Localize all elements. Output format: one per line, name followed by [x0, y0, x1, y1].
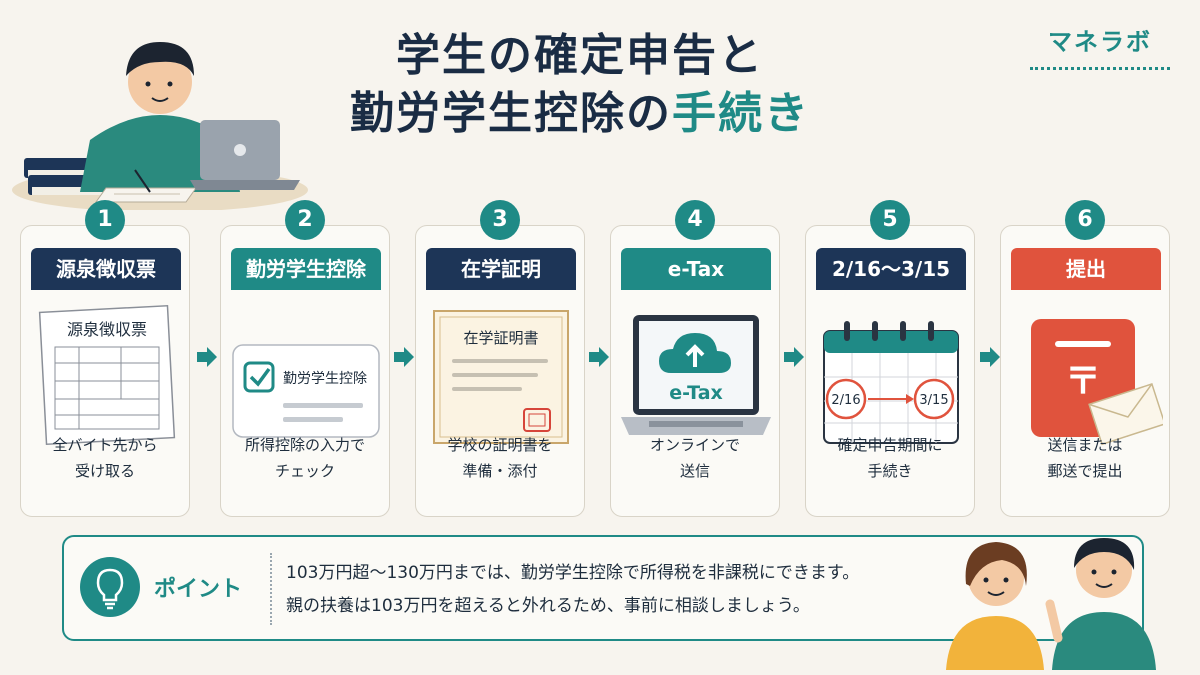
step-caption-line-1: 全バイト先から — [52, 436, 158, 454]
step-number: 3 — [480, 200, 520, 240]
arrow-right-icon — [197, 347, 217, 367]
page-title: 学生の確定申告と 勤労学生控除の手続き — [300, 28, 860, 144]
step-caption: 学校の証明書を 準備・添付 — [415, 432, 585, 484]
brand-dotted-underline — [1030, 67, 1170, 70]
calendar-end-date: 3/15 — [919, 393, 948, 408]
step-number: 2 — [285, 200, 325, 240]
checkbox-label: 勤労学生控除 — [283, 371, 367, 387]
postal-mark: 〒 — [1065, 361, 1101, 402]
brand-logo: マネラボ — [1030, 22, 1170, 70]
arrow-right-icon — [980, 347, 1000, 367]
step-card: e-Tax e-Tax — [610, 225, 780, 517]
step-caption-line-2: 郵送で提出 — [1047, 462, 1123, 480]
title-line-2: 勤労学生控除の手続き — [300, 84, 860, 144]
point-line-2: 親の扶養は103万円を超えると外れるため、事前に相談しましょう。 — [286, 596, 810, 616]
step-caption: オンラインで 送信 — [610, 432, 780, 484]
point-divider — [270, 553, 272, 625]
step-5: 5 2/16〜3/15 2/16 3/15 確定申告期間に 手続き — [805, 200, 975, 518]
step-caption: 全バイト先から 受け取る — [20, 432, 190, 484]
step-header: 勤労学生控除 — [231, 248, 381, 290]
step-2: 2 勤労学生控除 勤労学生控除 所得控除の入力で チェック — [220, 200, 390, 518]
arrow-right-icon — [784, 347, 804, 367]
step-caption-line-2: 手続き — [867, 462, 913, 480]
step-number: 5 — [870, 200, 910, 240]
step-number: 1 — [85, 200, 125, 240]
step-caption-line-1: 所得控除の入力で — [244, 436, 365, 454]
step-4: 4 e-Tax e-Tax オンラインで 送信 — [610, 200, 780, 518]
step-number: 4 — [675, 200, 715, 240]
arrow-right-icon — [394, 347, 414, 367]
step-6: 6 提出 〒 送信または 郵送で提出 — [1000, 200, 1170, 518]
point-box: ポイント 103万円超〜130万円までは、勤労学生控除で所得税を非課税にできます… — [62, 535, 1144, 641]
point-line-1: 103万円超〜130万円までは、勤労学生控除で所得税を非課税にできます。 — [286, 563, 860, 583]
withholding-slip-document-icon: 源泉徴収票 — [38, 304, 176, 446]
step-caption-line-2: チェック — [274, 462, 335, 480]
step-card: 2/16〜3/15 2/16 3/15 — [805, 225, 975, 517]
calendar-start-date: 2/16 — [831, 393, 860, 408]
step-caption-line-1: 送信または — [1047, 436, 1123, 454]
title-line-2-highlight: 手続き — [672, 88, 810, 139]
title-line-1: 学生の確定申告と — [396, 30, 764, 81]
step-card: 勤労学生控除 勤労学生控除 — [220, 225, 390, 517]
step-caption-line-2: 準備・添付 — [462, 462, 538, 480]
step-header: 在学証明 — [426, 248, 576, 290]
step-header: e-Tax — [621, 248, 771, 290]
title-line-2-main: 勤労学生控除の — [350, 88, 672, 139]
step-caption-line-1: オンラインで — [649, 436, 740, 454]
step-card: 提出 〒 — [1000, 225, 1170, 517]
two-people-talking-illustration — [946, 538, 1156, 670]
mailbox-envelope-icon: 〒 — [1031, 319, 1163, 446]
etax-screen-label: e-Tax — [669, 382, 723, 404]
step-caption: 所得控除の入力で チェック — [220, 432, 390, 484]
step-caption: 送信または 郵送で提出 — [1000, 432, 1170, 484]
point-text: 103万円超〜130万円までは、勤労学生控除で所得税を非課税にできます。 親の扶… — [286, 557, 859, 623]
step-number: 6 — [1065, 200, 1105, 240]
step-caption: 確定申告期間に 手続き — [805, 432, 975, 484]
step-header: 源泉徴収票 — [31, 248, 181, 290]
document-title: 源泉徴収票 — [67, 320, 147, 339]
step-3: 3 在学証明 在学証明書 学校の証明書を 準備・添付 — [415, 200, 585, 518]
calendar-icon: 2/16 3/15 — [823, 321, 959, 444]
step-caption-line-2: 受け取る — [74, 462, 135, 480]
certificate-title: 在学証明書 — [463, 329, 538, 347]
point-label: ポイント — [154, 577, 243, 602]
step-header: 提出 — [1011, 248, 1161, 290]
laptop-cloud-upload-icon: e-Tax — [621, 315, 771, 435]
arrow-right-icon — [589, 347, 609, 367]
step-caption-line-2: 送信 — [679, 462, 710, 480]
lightbulb-icon — [80, 557, 140, 617]
step-caption-line-1: 学校の証明書を — [447, 436, 553, 454]
process-steps: 1 源泉徴収票 源泉徴収票 全バイト先から 受け取る 2 勤労学生控除 — [20, 200, 1180, 520]
step-header: 2/16〜3/15 — [816, 248, 966, 290]
brand-name: マネラボ — [1048, 28, 1152, 56]
step-caption-line-1: 確定申告期間に — [837, 436, 943, 454]
step-1: 1 源泉徴収票 源泉徴収票 全バイト先から 受け取る — [20, 200, 190, 518]
step-card: 源泉徴収票 源泉徴収票 — [20, 225, 190, 517]
enrollment-certificate-icon: 在学証明書 — [433, 310, 569, 444]
student-at-laptop-illustration — [12, 42, 308, 210]
step-card: 在学証明 在学証明書 — [415, 225, 585, 517]
checkbox-form-icon: 勤労学生控除 — [232, 344, 380, 438]
